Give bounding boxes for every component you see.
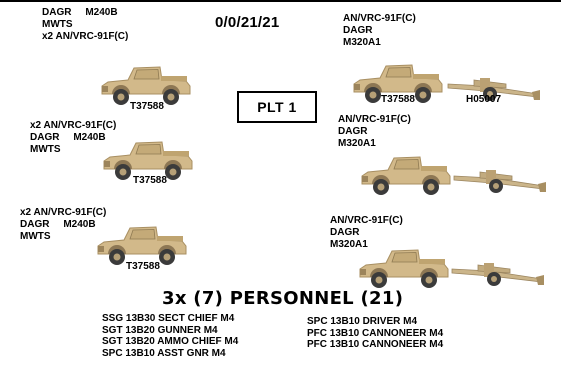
equipment-line: MWTS <box>42 19 73 30</box>
roster-entry: PFC 13B10 CANNONEER M4 <box>307 339 444 350</box>
gun-truck-2-bumper: T37588 <box>133 175 167 186</box>
top-border <box>0 0 561 2</box>
gun-truck-3-equipment: x2 AN/VRC-91F(C) DAGR M240B MWTS <box>20 207 106 243</box>
gun-truck-2-equipment: x2 AN/VRC-91F(C) DAGR M240B MWTS <box>30 120 116 156</box>
strength-label: 0/0/21/21 <box>215 14 280 31</box>
humvee-icon <box>97 226 187 266</box>
equipment-line: x2 AN/VRC-91F(C) <box>30 120 117 131</box>
equipment-line: DAGR <box>343 25 373 36</box>
personnel-title: 3x (7) PERSONNEL (21) <box>162 288 404 309</box>
equipment-line: MWTS <box>30 144 61 155</box>
howitzer-section-1-gun-bumper: H05007 <box>466 94 502 105</box>
equipment-line: M320A1 <box>330 239 368 250</box>
equipment-line: DAGR M240B <box>30 132 106 143</box>
humvee-icon <box>101 66 191 106</box>
platoon-box: PLT 1 <box>237 91 317 123</box>
equipment-line: M320A1 <box>343 37 381 48</box>
equipment-line: x2 AN/VRC-91F(C) <box>20 207 107 218</box>
humvee-icon <box>359 249 449 289</box>
roster-right: SPC 13B10 DRIVER M4 PFC 13B10 CANNONEER … <box>307 316 443 351</box>
roster-entry: SGT 13B20 AMMO CHIEF M4 <box>102 336 239 347</box>
equipment-line: M320A1 <box>338 138 376 149</box>
equipment-line: DAGR <box>338 126 368 137</box>
equipment-line: x2 AN/VRC-91F(C) <box>42 31 129 42</box>
roster-entry: SPC 13B10 DRIVER M4 <box>307 316 418 327</box>
roster-entry: SGT 13B20 GUNNER M4 <box>102 324 218 336</box>
roster-left: SSG 13B30 SECT CHIEF M4 SGT 13B20 GUNNER… <box>102 313 238 359</box>
howitzer-section-1-truck-bumper: T37588 <box>381 94 415 105</box>
equipment-line: AN/VRC-91F(C) <box>343 13 416 24</box>
howitzer-icon <box>453 169 547 194</box>
gun-truck-1-bumper: T37588 <box>130 101 164 112</box>
howitzer-section-3-equipment: AN/VRC-91F(C) DAGR M320A1 <box>330 215 403 251</box>
roster-entry: PFC 13B10 CANNONEER M4 <box>307 327 444 339</box>
platoon-label: PLT 1 <box>257 99 297 115</box>
humvee-icon <box>361 156 451 196</box>
howitzer-icon <box>451 262 545 287</box>
gun-truck-1-equipment: DAGR M240B MWTS x2 AN/VRC-91F(C) <box>42 7 128 43</box>
equipment-line: MWTS <box>20 231 51 242</box>
roster-entry: SSG 13B30 SECT CHIEF M4 <box>102 313 235 324</box>
howitzer-section-1-equipment: AN/VRC-91F(C) DAGR M320A1 <box>343 13 416 49</box>
equipment-line: AN/VRC-91F(C) <box>338 114 411 125</box>
equipment-line: AN/VRC-91F(C) <box>330 215 403 226</box>
equipment-line: DAGR <box>330 227 360 238</box>
equipment-line: DAGR M240B <box>20 219 96 230</box>
gun-truck-3-bumper: T37588 <box>126 261 160 272</box>
roster-entry: SPC 13B10 ASST GNR M4 <box>102 347 226 359</box>
equipment-line: DAGR M240B <box>42 7 118 18</box>
howitzer-section-2-equipment: AN/VRC-91F(C) DAGR M320A1 <box>338 114 411 150</box>
